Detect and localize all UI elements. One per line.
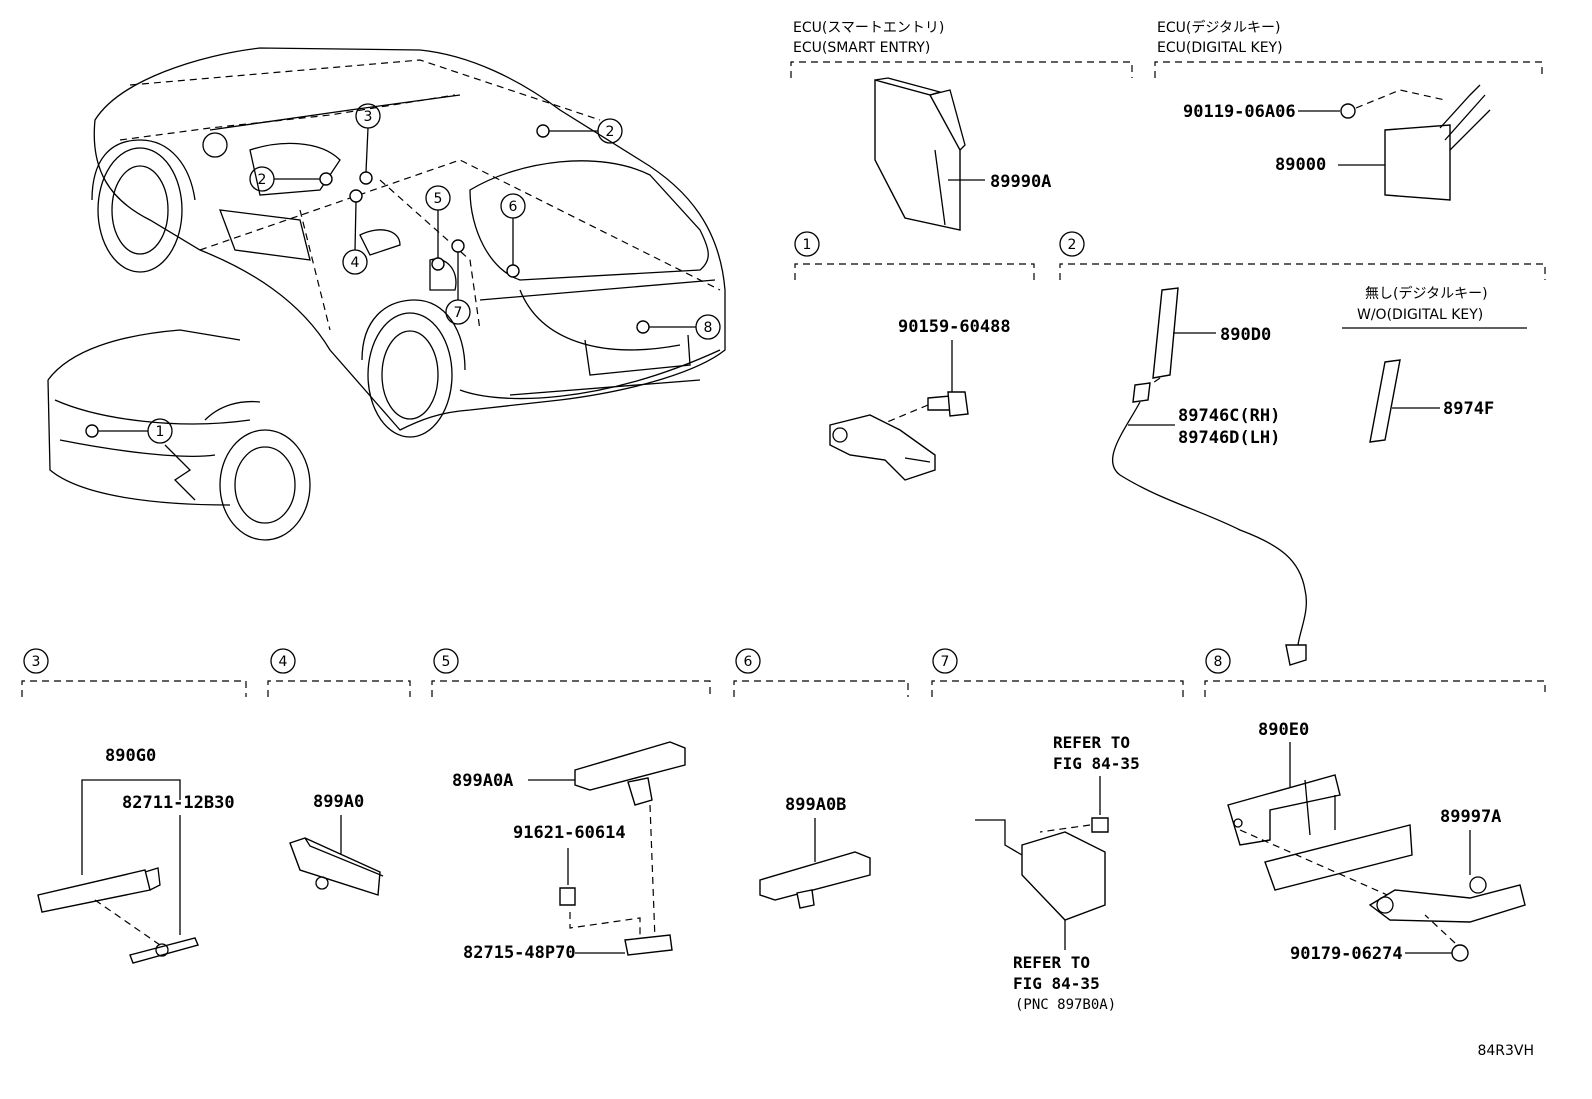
part-899A0A: 899A0A [452, 771, 513, 791]
section-7: 7 REFER TO FIG 84-35 REFER TO FIG 84-35 … [931, 648, 1184, 1013]
section-5: 5 899A0A 91621-60614 82715-48P70 [431, 648, 711, 963]
part-89000: 89000 [1275, 155, 1326, 175]
part-89746C-RH: 89746C(RH) [1178, 406, 1280, 426]
figure-code: 84R3VH [1477, 1043, 1534, 1059]
section-ecu-digital-key: ECU(デジタルキー) ECU(DIGITAL KEY) 90119-06A06… [1154, 19, 1543, 201]
part-89746D-LH: 89746D(LH) [1178, 428, 1280, 448]
part-89997A: 89997A [1440, 807, 1501, 827]
bolt-90159-60488: 90159-60488 [898, 317, 1011, 337]
part-890G0: 890G0 [105, 746, 156, 766]
callout-7-label: 7 [454, 305, 463, 321]
section-2-num: 2 [1068, 237, 1077, 253]
refer-to-bottom-1: REFER TO [1013, 953, 1090, 972]
car-callouts: 1 2 2 3 4 5 6 7 [85, 103, 721, 444]
part-899A0B: 899A0B [785, 795, 846, 815]
bolt-91621-60614: 91621-60614 [513, 823, 626, 843]
callout-8-label: 8 [704, 320, 713, 336]
part-82715-48P70: 82715-48P70 [463, 943, 576, 963]
callout-3-label: 3 [364, 109, 373, 125]
section-5-num: 5 [442, 654, 451, 670]
section-2: 2 890D0 89746C(RH) 89746D(LH) 無し(デジタルキー)… [1059, 231, 1546, 666]
section-4-num: 4 [279, 654, 288, 670]
section-3: 3 890G0 82711-12B30 [21, 648, 247, 964]
ecu-digital-title-en: ECU(DIGITAL KEY) [1157, 40, 1283, 56]
wo-digital-key-jp: 無し(デジタルキー) [1365, 285, 1488, 302]
ecu-smart-title-en: ECU(SMART ENTRY) [793, 40, 930, 56]
section-6-num: 6 [744, 654, 753, 670]
callout-2b-label: 2 [258, 172, 267, 188]
section-1-num: 1 [803, 237, 812, 253]
vehicle-illustration [47, 47, 726, 541]
callout-1-label: 1 [156, 424, 165, 440]
ecu-digital-title-jp: ECU(デジタルキー) [1157, 19, 1281, 36]
section-7-num: 7 [941, 654, 950, 670]
ecu-smart-title-jp: ECU(スマートエントリ) [793, 20, 944, 36]
section-ecu-smart-entry: ECU(スマートエントリ) ECU(SMART ENTRY) 89990A [790, 20, 1133, 231]
refer-to-top-2: FIG 84-35 [1053, 754, 1140, 773]
section-8: 8 890E0 89997A 90179-06274 [1204, 648, 1546, 964]
section-4: 4 899A0 [267, 648, 411, 896]
section-6: 6 899A0B [733, 648, 909, 909]
callout-6-label: 6 [509, 199, 518, 215]
section-8-num: 8 [1214, 654, 1223, 670]
callout-2a-label: 2 [606, 124, 615, 140]
callout-4-label: 4 [351, 255, 360, 271]
callout-5-label: 5 [434, 191, 443, 207]
section-1: 1 90159-60488 [794, 231, 1035, 481]
section-3-num: 3 [32, 654, 41, 670]
part-8974F: 8974F [1443, 399, 1494, 419]
nut-90179-06274: 90179-06274 [1290, 944, 1403, 964]
refer-to-top-1: REFER TO [1053, 733, 1130, 752]
part-890D0: 890D0 [1220, 325, 1271, 345]
refer-to-bottom-2: FIG 84-35 [1013, 974, 1100, 993]
part-82711-12B30: 82711-12B30 [122, 793, 235, 813]
part-890E0: 890E0 [1258, 720, 1309, 740]
bolt-90119-06A06: 90119-06A06 [1183, 102, 1296, 122]
wo-digital-key-en: W/O(DIGITAL KEY) [1357, 307, 1483, 323]
part-899A0: 899A0 [313, 792, 364, 812]
part-89990A: 89990A [990, 172, 1051, 192]
pnc-note: (PNC 897B0A) [1015, 997, 1116, 1013]
